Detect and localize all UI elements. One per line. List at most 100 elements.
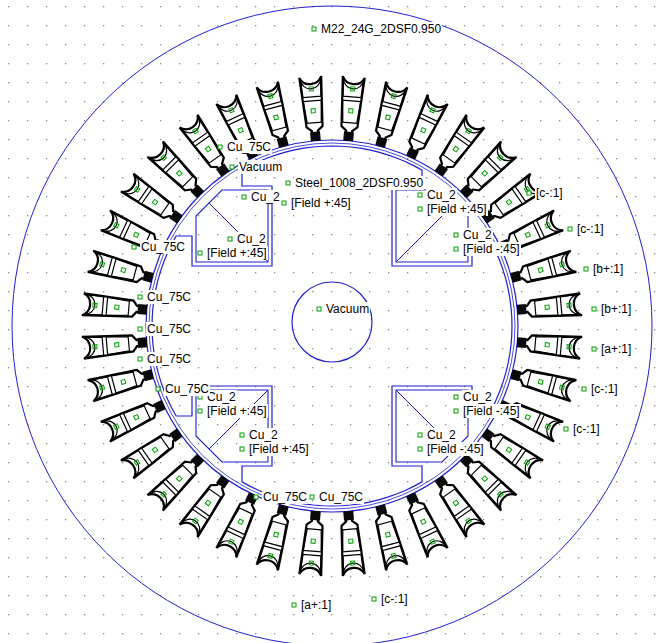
block-marker xyxy=(240,433,244,437)
grid-dot xyxy=(331,481,332,482)
coil-side xyxy=(142,189,170,216)
grid-dot xyxy=(597,291,598,292)
grid-dot xyxy=(160,120,161,121)
grid-dot xyxy=(616,158,617,159)
grid-dot xyxy=(521,538,522,539)
grid-dot xyxy=(521,329,522,330)
slot xyxy=(88,364,156,402)
grid-dot xyxy=(540,6,541,7)
grid-dot xyxy=(483,557,484,558)
grid-dot xyxy=(312,443,313,444)
grid-dot xyxy=(369,500,370,501)
grid-dot xyxy=(388,291,389,292)
grid-dot xyxy=(46,443,47,444)
block-label: Cu_75C xyxy=(146,290,192,304)
grid-dot xyxy=(407,481,408,482)
grid-dot xyxy=(103,158,104,159)
grid-dot xyxy=(255,310,256,311)
grid-dot xyxy=(369,196,370,197)
grid-dot xyxy=(84,519,85,520)
coil-side xyxy=(382,84,406,107)
block-label: [c-:1] xyxy=(576,222,605,236)
grid-dot xyxy=(84,462,85,463)
grid-dot xyxy=(255,519,256,520)
grid-dot xyxy=(274,481,275,482)
slot xyxy=(401,490,448,557)
grid-dot xyxy=(559,82,560,83)
grid-dot xyxy=(255,44,256,45)
grid-dot xyxy=(217,557,218,558)
slot-outline xyxy=(517,331,582,358)
grid-dot xyxy=(597,215,598,216)
grid-dot xyxy=(8,386,9,387)
grid-dot xyxy=(521,576,522,577)
grid-dot xyxy=(350,272,351,273)
grid-dot xyxy=(8,443,9,444)
grid-dot xyxy=(46,44,47,45)
grid-dot xyxy=(521,500,522,501)
grid-dot xyxy=(198,557,199,558)
grid-dot xyxy=(407,139,408,140)
slot-wedge xyxy=(481,429,494,442)
grid-dot xyxy=(521,633,522,634)
grid-dot xyxy=(502,367,503,368)
grid-dot xyxy=(46,614,47,615)
block-marker xyxy=(391,553,396,558)
grid-dot xyxy=(331,462,332,463)
coil-side xyxy=(342,554,363,574)
grid-dot xyxy=(521,443,522,444)
grid-dot xyxy=(274,291,275,292)
coil-side xyxy=(420,97,446,122)
block-marker xyxy=(466,128,472,134)
grid-dot xyxy=(540,44,541,45)
grid-dot xyxy=(350,614,351,615)
grid-dot xyxy=(616,120,617,121)
grid-dot xyxy=(217,177,218,178)
coil-side xyxy=(303,100,323,123)
grid-dot xyxy=(635,196,636,197)
grid-dot xyxy=(236,576,237,577)
grid-dot xyxy=(483,63,484,64)
grid-dot xyxy=(8,177,9,178)
grid-dot xyxy=(445,405,446,406)
grid-dot xyxy=(464,557,465,558)
block-marker xyxy=(454,233,458,237)
grid-dot xyxy=(559,367,560,368)
block-marker xyxy=(138,357,142,361)
grid-dot xyxy=(236,63,237,64)
grid-dot xyxy=(274,272,275,273)
grid-dot xyxy=(179,367,180,368)
grid-dot xyxy=(141,348,142,349)
grid-dot xyxy=(407,215,408,216)
grid-dot xyxy=(274,462,275,463)
grid-dot xyxy=(597,614,598,615)
grid-dot xyxy=(464,595,465,596)
block-marker xyxy=(205,500,211,506)
grid-dot xyxy=(160,82,161,83)
block-marker xyxy=(114,424,119,429)
grid-dot xyxy=(502,633,503,634)
coil-side xyxy=(527,370,553,393)
grid-dot xyxy=(407,557,408,558)
grid-dot xyxy=(388,158,389,159)
grid-dot xyxy=(198,481,199,482)
grid-dot xyxy=(445,329,446,330)
grid-dot xyxy=(217,25,218,26)
grid-dot xyxy=(236,348,237,349)
grid-dot xyxy=(407,196,408,197)
grid-dot xyxy=(65,44,66,45)
grid-dot xyxy=(578,557,579,558)
grid-dot xyxy=(578,310,579,311)
grid-dot xyxy=(483,386,484,387)
grid-dot xyxy=(597,44,598,45)
grid-dot xyxy=(464,177,465,178)
grid-dot xyxy=(559,63,560,64)
grid-dot xyxy=(426,6,427,7)
block-marker xyxy=(100,262,105,267)
block-marker xyxy=(138,327,142,331)
grid-dot xyxy=(160,139,161,140)
grid-dot xyxy=(521,158,522,159)
grid-dot xyxy=(122,177,123,178)
grid-dot xyxy=(407,253,408,254)
grid-dot xyxy=(331,443,332,444)
